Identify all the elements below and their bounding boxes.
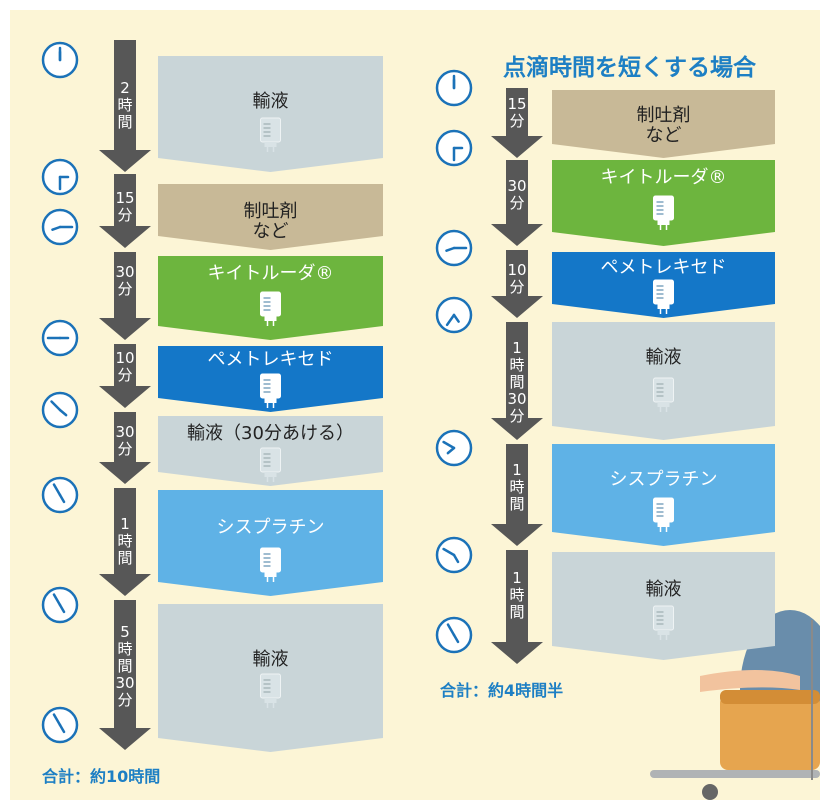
iv-bag-icon [260, 547, 281, 582]
clock-icon [435, 429, 473, 467]
left-step-box-1 [158, 184, 383, 250]
title-heading: 点滴時間を短くする場合 [503, 55, 756, 81]
down-arrow-icon [491, 322, 543, 440]
patient-illustration [650, 610, 820, 800]
clock-icon [435, 129, 473, 167]
down-arrow-icon [491, 550, 543, 664]
clock-icon [41, 391, 79, 429]
right-step-duration-3: 1時間30分 [507, 339, 527, 425]
right-step-label-0: 制吐剤 など [636, 105, 691, 146]
right-step-label-1: キイトルーダ® [600, 167, 727, 188]
left-step-label-6: 輸液 [252, 649, 289, 670]
clock-icon [435, 296, 473, 334]
down-arrow-icon [491, 160, 543, 246]
iv-bag-icon [260, 447, 281, 482]
iv-bag-icon [653, 497, 674, 532]
left-step-duration-6: 5時間30分 [115, 623, 135, 709]
clock-icon [41, 706, 79, 744]
left-step-duration-5: 1時間 [117, 515, 133, 567]
clock-icon [435, 69, 473, 107]
down-arrow-icon [99, 252, 151, 340]
down-arrow-icon [99, 600, 151, 750]
right-step-label-5: 輸液 [645, 579, 682, 600]
left-step-duration-1: 15分 [115, 189, 135, 224]
left-step-duration-0: 2時間 [117, 79, 133, 131]
right-step-box-4 [552, 444, 775, 546]
iv-bag-icon [260, 673, 281, 708]
right-step-duration-1: 30分 [507, 177, 527, 212]
down-arrow-icon [99, 40, 151, 172]
left-step-duration-2: 30分 [115, 263, 135, 298]
clock-icon [41, 586, 79, 624]
down-arrow-icon [99, 344, 151, 408]
down-arrow-icon [99, 412, 151, 484]
left-step-box-5 [158, 490, 383, 596]
iv-bag-icon [653, 279, 674, 314]
right-step-duration-0: 15分 [507, 95, 527, 130]
iv-bag-icon [260, 373, 281, 408]
left-step-label-4: 輸液（30分あける） [187, 423, 354, 444]
clock-icon [41, 158, 79, 196]
down-arrow-icon [491, 250, 543, 318]
down-arrow-icon [491, 444, 543, 546]
right-step-label-3: 輸液 [645, 347, 682, 368]
right-step-label-4: シスプラチン [609, 469, 718, 490]
down-arrow-icon [99, 488, 151, 596]
clock-icon [41, 208, 79, 246]
left-step-label-5: シスプラチン [216, 517, 325, 538]
down-arrow-icon [99, 174, 151, 248]
right-step-box-0 [552, 90, 775, 158]
left-total: 合計：約10時間 [42, 767, 161, 786]
iv-bag-icon [653, 377, 674, 412]
left-step-label-3: ペメトレキセド [207, 349, 334, 370]
iv-bag-icon [653, 605, 674, 640]
left-step-label-0: 輸液 [252, 91, 289, 112]
clock-icon [435, 229, 473, 267]
clock-icon [41, 41, 79, 79]
iv-bag-icon [260, 117, 281, 152]
down-arrow-icon [491, 88, 543, 158]
right-step-duration-5: 1時間 [509, 569, 525, 621]
clock-icon [41, 319, 79, 357]
clock-icon [435, 616, 473, 654]
left-step-label-2: キイトルーダ® [207, 263, 334, 284]
right-step-duration-4: 1時間 [509, 461, 525, 513]
iv-bag-icon [260, 291, 281, 326]
left-step-duration-3: 10分 [115, 349, 135, 384]
left-step-box-0 [158, 56, 383, 172]
clock-icon [435, 536, 473, 574]
right-total: 合計：約4時間半 [440, 681, 564, 700]
iv-bag-icon [653, 195, 674, 230]
right-step-label-2: ペメトレキセド [600, 257, 727, 278]
left-step-duration-4: 30分 [115, 423, 135, 458]
right-step-duration-2: 10分 [507, 261, 527, 296]
clock-icon [41, 476, 79, 514]
left-step-label-1: 制吐剤 など [243, 201, 298, 242]
